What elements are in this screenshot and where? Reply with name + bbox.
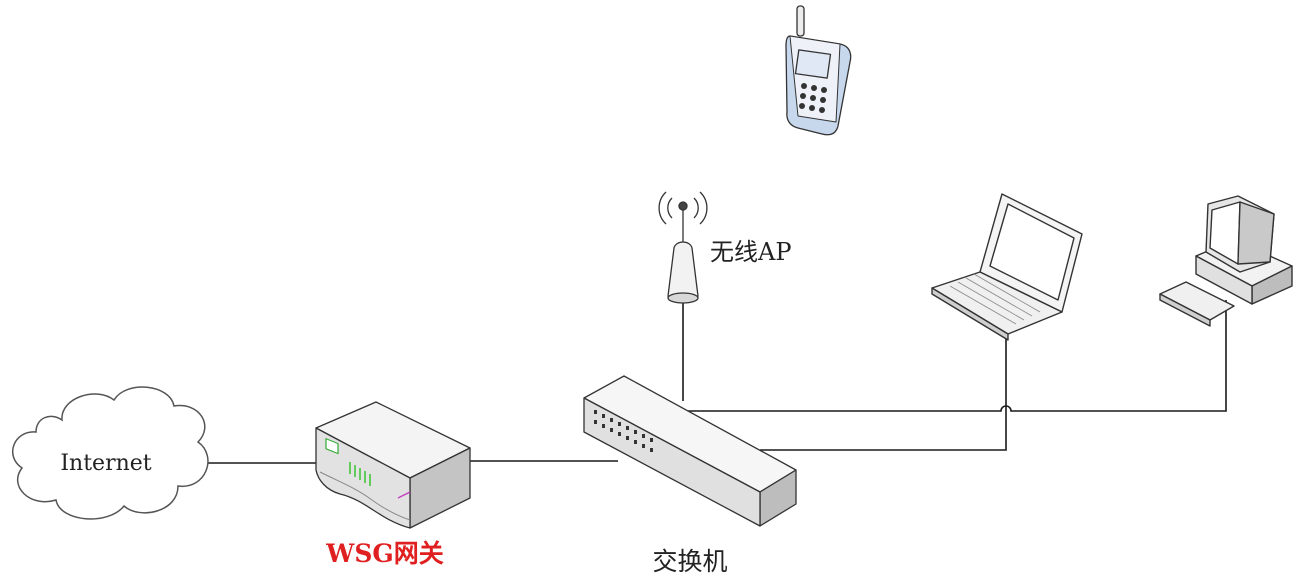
laptop-icon — [931, 193, 1083, 341]
mobile-phone-icon — [785, 5, 852, 136]
desktop-pc-icon — [1159, 195, 1293, 327]
switch-label: 交换机 — [652, 547, 727, 576]
gateway-label: WSG网关 — [325, 539, 443, 568]
cloud-icon — [11, 386, 209, 520]
link-switch-laptop — [760, 333, 1007, 451]
wireless-ap-icon — [658, 191, 708, 304]
connection-lines — [196, 300, 1227, 464]
gateway-router-icon — [315, 401, 471, 529]
ap-label: 无线AP — [710, 238, 791, 266]
link-switch-desktop — [683, 300, 1227, 412]
network-switch-icon — [583, 375, 797, 527]
internet-label: Internet — [60, 451, 151, 476]
